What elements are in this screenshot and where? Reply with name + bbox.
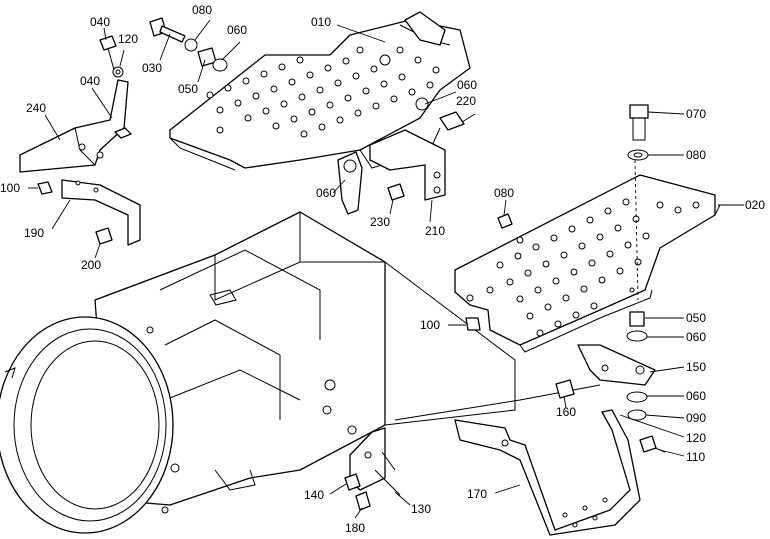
- nut-080-middle: [497, 213, 513, 229]
- callout-010: 010: [311, 15, 332, 29]
- bolt-200: [95, 227, 113, 245]
- bracket-240: [19, 79, 132, 173]
- callout-220: 220: [456, 94, 477, 108]
- callout-070: 070: [686, 107, 707, 121]
- step-010-holes: [206, 46, 440, 138]
- spacer-050-stack: [626, 311, 666, 453]
- callout-060-center: 060: [316, 186, 337, 200]
- bell-housing: [0, 316, 180, 534]
- callout-240: 240: [26, 101, 47, 115]
- callout-120-right: 120: [686, 431, 707, 445]
- step-plate-010: [169, 11, 471, 171]
- bolt-030: [149, 17, 228, 72]
- callout-120-upper: 120: [118, 32, 139, 46]
- callout-100-right: 100: [420, 318, 441, 332]
- callout-190: 190: [24, 226, 45, 240]
- callout-160: 160: [556, 405, 577, 419]
- callout-200: 200: [81, 258, 102, 272]
- callout-060-top: 060: [227, 23, 248, 37]
- bolt-040-upper: [99, 35, 124, 78]
- leader-lines: [28, 19, 744, 519]
- bolt-070: [627, 104, 649, 161]
- callout-100-left: 100: [0, 181, 21, 195]
- step-plate-020: [454, 174, 721, 353]
- callout-140: 140: [304, 488, 325, 502]
- callout-130: 130: [411, 502, 432, 516]
- callout-080-top: 080: [192, 3, 213, 17]
- bracket-060-lower: [337, 151, 363, 215]
- callout-150: 150: [686, 360, 707, 374]
- callout-180: 180: [345, 521, 366, 535]
- callout-040-upper: 040: [90, 15, 111, 29]
- callout-210: 210: [425, 224, 446, 238]
- step-020-holes: [486, 198, 700, 337]
- callout-030: 030: [142, 61, 163, 75]
- callout-090: 090: [686, 411, 707, 425]
- bracket-150: [555, 344, 656, 399]
- callout-050-right: 050: [686, 311, 707, 325]
- callout-040-lower: 040: [80, 74, 101, 88]
- callout-050-upper: 050: [178, 82, 199, 96]
- bracket-190: [61, 179, 141, 246]
- bracket-210: [369, 111, 465, 201]
- callout-110: 110: [686, 450, 706, 464]
- support-170: [454, 409, 641, 536]
- nut-100-right: [465, 317, 481, 331]
- callout-020: 020: [745, 198, 766, 212]
- callout-230: 230: [370, 215, 391, 229]
- callout-060-right-lower: 060: [686, 389, 707, 403]
- callout-080-right: 080: [686, 148, 707, 162]
- nut-100-left: [37, 181, 53, 195]
- callout-060-mid: 060: [457, 78, 478, 92]
- linkage-130: [344, 427, 401, 511]
- callout-080-mid: 080: [494, 186, 515, 200]
- callout-060-right-upper: 060: [686, 330, 707, 344]
- callout-170: 170: [467, 487, 488, 501]
